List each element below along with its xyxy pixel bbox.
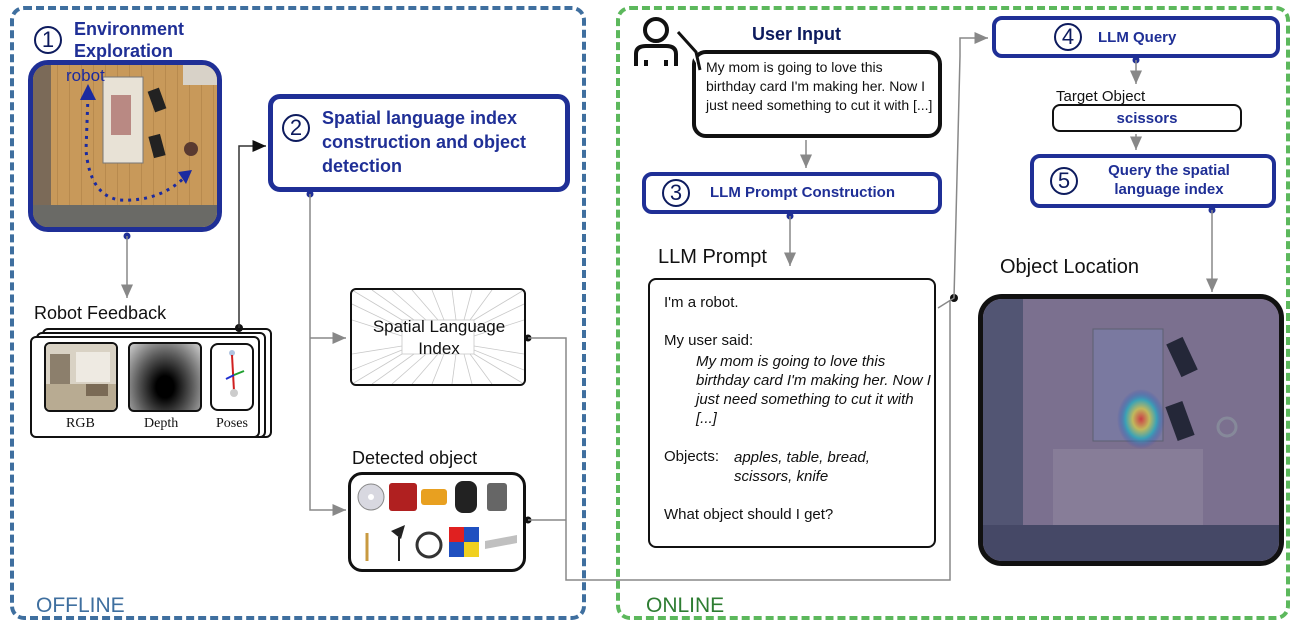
llm-prompt-box bbox=[648, 278, 936, 548]
step5-title: Query the spatial language index bbox=[1108, 162, 1230, 198]
user-icon bbox=[634, 17, 678, 66]
step4-box bbox=[992, 16, 1280, 58]
object-location-title: Object Location bbox=[1000, 256, 1139, 278]
online-panel bbox=[616, 6, 1290, 620]
robot-start-arrow bbox=[80, 84, 96, 100]
detected-object-title: Detected object bbox=[352, 448, 478, 468]
prompt-objects-text: apples, table, bread, scissors, knife bbox=[734, 449, 870, 485]
step4-number: 4 bbox=[1054, 23, 1082, 51]
target-object-label: Target Object bbox=[1056, 88, 1146, 105]
step4-title: LLM Query bbox=[1098, 29, 1177, 46]
step3-box bbox=[642, 172, 942, 214]
rgb-thumbnail bbox=[44, 342, 118, 412]
offline-panel bbox=[10, 6, 586, 620]
user-input-bubble bbox=[692, 50, 942, 138]
object-location-map bbox=[978, 294, 1284, 566]
prompt-user-said-text: My mom is going to love this birthday ca… bbox=[696, 353, 931, 427]
robot-label: robot bbox=[66, 66, 105, 85]
spatial-index-box bbox=[350, 288, 526, 386]
llm-prompt-title: LLM Prompt bbox=[658, 246, 767, 268]
step2-number: 2 bbox=[282, 114, 310, 142]
exploration-floorplan bbox=[28, 60, 222, 232]
step3-number: 3 bbox=[662, 179, 690, 207]
detected-objects-graphic bbox=[357, 481, 517, 561]
depth-caption: Depth bbox=[144, 416, 179, 431]
prompt-line1: I'm a robot. bbox=[664, 294, 739, 311]
prompt-user-said-label: My user said: bbox=[664, 332, 754, 349]
step3-title: LLM Prompt Construction bbox=[710, 184, 895, 201]
floorplan-image bbox=[33, 65, 217, 227]
online-label: ONLINE bbox=[646, 594, 725, 617]
poses-thumbnail bbox=[210, 343, 254, 411]
user-input-text: My mom is going to love this birthday ca… bbox=[706, 59, 933, 113]
step5-number: 5 bbox=[1050, 167, 1078, 195]
poses-caption: Poses bbox=[216, 416, 248, 431]
prompt-objects-label: Objects: bbox=[664, 448, 720, 465]
spatial-grid-graphic bbox=[352, 290, 524, 384]
target-object-value: scissors bbox=[1116, 110, 1178, 127]
user-input-title: User Input bbox=[752, 24, 842, 44]
step1-title: Environment Exploration bbox=[74, 19, 185, 61]
step2-box bbox=[268, 94, 570, 192]
target-object-box bbox=[1052, 104, 1242, 132]
robot-end-arrow bbox=[178, 170, 192, 184]
offline-label: OFFLINE bbox=[36, 594, 125, 617]
robot-feedback-title: Robot Feedback bbox=[34, 303, 167, 323]
depth-thumbnail bbox=[128, 342, 202, 412]
prompt-question: What object should I get? bbox=[664, 506, 834, 523]
detected-objects-box bbox=[348, 472, 526, 572]
rgb-caption: RGB bbox=[66, 416, 95, 431]
step1-number: 1 bbox=[34, 26, 62, 54]
step2-title: Spatial language index construction and … bbox=[322, 108, 527, 176]
spatial-index-title: Spatial Language Index bbox=[372, 317, 506, 358]
